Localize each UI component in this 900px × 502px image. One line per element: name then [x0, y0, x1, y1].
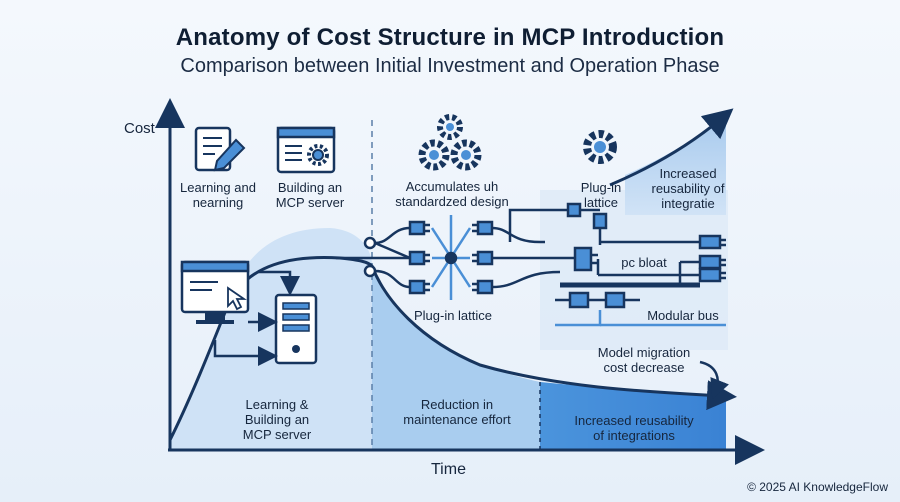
monitor-cursor-icon: [180, 260, 250, 324]
phase3-area: [540, 382, 726, 450]
plug-in-lattice-network: [336, 202, 582, 300]
y-axis-label: Cost: [124, 120, 155, 137]
label-modular-bus: Modular bus: [647, 308, 719, 323]
reusability-rise-area: [625, 115, 726, 215]
copyright: © 2025 AI KnowledgeFlow: [747, 480, 888, 494]
server-tower-icon: [274, 293, 318, 365]
page-title: Anatomy of Cost Structure in MCP Introdu…: [175, 24, 725, 51]
label-plugin-lattice: Plug-in lattice: [413, 308, 493, 323]
monitor-to-server-arrow-2: [213, 340, 278, 366]
label-pc-bloat: pc bloat: [621, 255, 667, 270]
reusability-rise-arrow: [609, 108, 734, 187]
browser-gear-icon: [276, 126, 336, 174]
phase1-area: [170, 228, 372, 450]
modular-bus-network: [555, 234, 726, 327]
gear-icon: [583, 130, 617, 164]
document-pencil-icon: [194, 126, 246, 172]
x-axis-label: Time: [431, 461, 466, 478]
phase2-area: [372, 265, 540, 450]
gears-icon: [418, 114, 482, 171]
monitor-to-server-arrow-1: [258, 270, 300, 296]
model-migration-arrow: [699, 360, 729, 400]
page-subtitle: Comparison between Initial Investment an…: [180, 55, 720, 77]
